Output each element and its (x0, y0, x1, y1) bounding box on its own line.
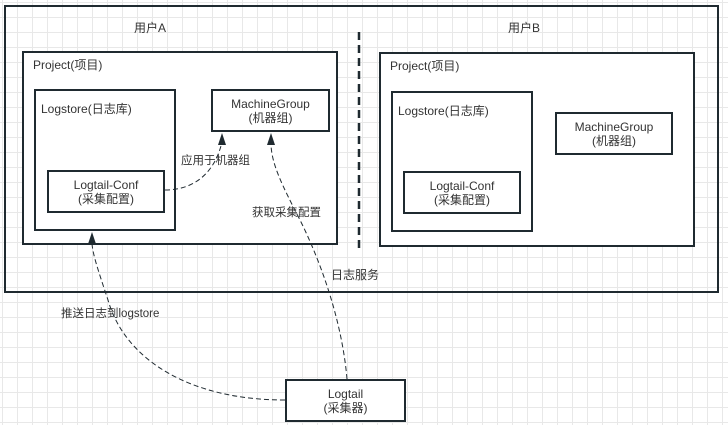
user-a-label: 用户A (134, 21, 167, 35)
logtail-collector[interactable]: Logtail (采集器) (285, 379, 406, 422)
edge-push-label: 推送日志到logstore (61, 308, 160, 320)
log-service-container (4, 5, 719, 293)
log-service-label: 日志服务 (331, 268, 380, 282)
logtail-collector-line1: Logtail (327, 386, 364, 401)
logtail-conf-b-line1: Logtail-Conf (429, 178, 495, 193)
edge-apply-label: 应用于机器组 (181, 155, 250, 167)
machine-group-a-text: MachineGroup (机器组) (213, 97, 328, 125)
edge-fetch-label: 获取采集配置 (252, 207, 321, 219)
machine-group-b-line1: MachineGroup (574, 119, 654, 134)
machine-group-b[interactable]: MachineGroup (机器组) (555, 112, 673, 155)
project-b-label: Project(项目) (390, 59, 460, 73)
logtail-conf-a[interactable]: Logtail-Conf (采集配置) (47, 170, 165, 213)
logtail-collector-line2: (采集器) (323, 400, 368, 415)
machine-group-a-line1: MachineGroup (231, 96, 310, 111)
user-b-label: 用户B (508, 21, 541, 35)
logtail-conf-a-line2: (采集配置) (78, 191, 134, 206)
machine-group-a-line2: (机器组) (248, 110, 293, 125)
project-a-label: Project(项目) (33, 58, 103, 72)
logstore-b-label: Logstore(日志库) (398, 104, 489, 118)
machine-group-b-text: MachineGroup (机器组) (557, 120, 671, 148)
logtail-conf-b-line2: (采集配置) (434, 192, 490, 207)
machine-group-b-line2: (机器组) (592, 133, 636, 148)
logtail-conf-a-line1: Logtail-Conf (73, 177, 139, 192)
logtail-collector-text: Logtail (采集器) (287, 387, 404, 415)
logstore-a-label: Logstore(日志库) (41, 102, 132, 116)
logtail-conf-a-text: Logtail-Conf (采集配置) (49, 178, 163, 206)
logtail-conf-b[interactable]: Logtail-Conf (采集配置) (403, 171, 521, 214)
machine-group-a[interactable]: MachineGroup (机器组) (211, 89, 330, 132)
logtail-conf-b-text: Logtail-Conf (采集配置) (405, 179, 519, 207)
